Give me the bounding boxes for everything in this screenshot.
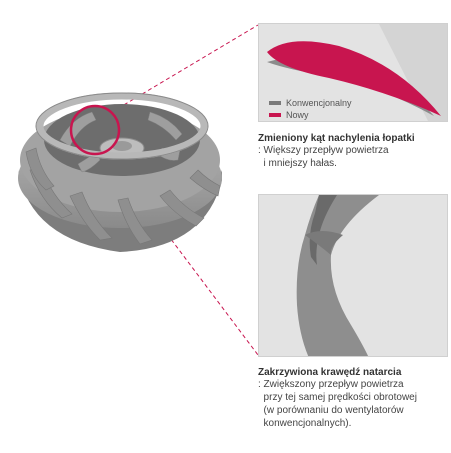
legend-item-conventional: Konwencjonalny: [269, 97, 352, 109]
curved-blade-shape: [296, 195, 379, 356]
callout-blade-angle: Zmieniony kąt nachylenia łopatki : Więks…: [258, 133, 415, 170]
fan-back-plate: [18, 170, 222, 252]
leading-edge-panel: [258, 194, 448, 357]
fan-top-ring: [36, 92, 208, 160]
blade-profile-graphic: [267, 24, 447, 121]
callout-leading-edge-title: Zakrzywiona krawędź natarcia: [258, 367, 402, 378]
legend-label-conventional: Konwencjonalny: [286, 98, 352, 108]
callout-blade-angle-title: Zmieniony kąt nachylenia łopatki: [258, 133, 415, 144]
highlight-circle: [69, 104, 121, 156]
leading-edge-highlight: [309, 195, 337, 265]
new-blade-profile: [267, 41, 441, 117]
legend-swatch-conventional: [269, 101, 281, 105]
callout-leading-edge-body: : Zwiększony przepływ powietrza przy tej…: [258, 379, 417, 429]
legend-swatch-new: [269, 113, 281, 117]
legend-label-new: Nowy: [286, 110, 309, 120]
callout-blade-angle-body: : Większy przepływ powietrza i mniejszy …: [258, 145, 389, 169]
fan-blades: [25, 147, 221, 245]
leading-edge-graphic: [296, 195, 379, 356]
legend: Konwencjonalny Nowy: [269, 97, 352, 121]
callout-leading-edge: Zakrzywiona krawędź natarcia : Zwiększon…: [258, 367, 417, 430]
legend-item-new: Nowy: [269, 109, 352, 121]
fan-illustration: [18, 92, 222, 252]
blade-angle-panel: Konwencjonalny Nowy: [258, 23, 448, 122]
